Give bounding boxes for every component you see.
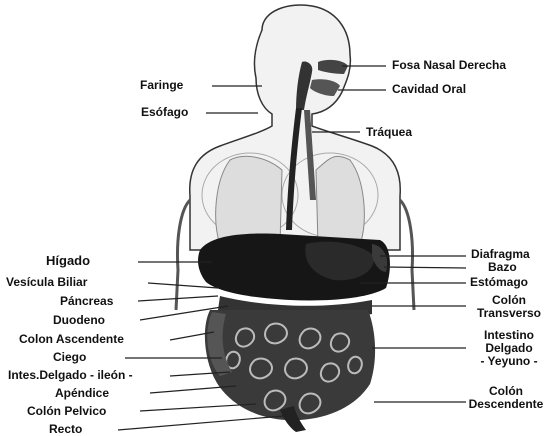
label-faringe: Faringe <box>140 79 183 92</box>
label-colon-pelvico: Colón Pelvico <box>27 405 106 418</box>
label-ileon: Intes.Delgado - ileón - <box>8 369 133 382</box>
liver-stomach-shape <box>198 234 390 301</box>
label-vesicula-biliar: Vesícula Biliar <box>6 276 87 289</box>
label-colon-descendente: Colón Descendente <box>462 385 550 411</box>
label-traquea: Tráquea <box>366 126 412 139</box>
label-duodeno: Duodeno <box>53 314 105 327</box>
label-apendice: Apéndice <box>55 387 109 400</box>
label-fosa-nasal-derecha: Fosa Nasal Derecha <box>392 59 506 72</box>
label-colon-descendente-line2: Descendente <box>462 398 550 411</box>
label-colon-transverso: Colón Transverso <box>470 294 548 320</box>
label-recto: Recto <box>49 423 82 436</box>
label-ciego: Ciego <box>53 351 86 364</box>
label-esofago: Esófago <box>141 106 188 119</box>
intestines-shape <box>205 310 375 432</box>
label-cavidad-oral: Cavidad Oral <box>392 83 466 96</box>
label-bazo: Bazo <box>488 261 517 274</box>
label-colon-transverso-line2: Transverso <box>470 307 548 320</box>
label-colon-ascendente: Colon Ascendente <box>19 333 124 346</box>
label-pancreas: Páncreas <box>60 295 113 308</box>
label-intestino-delgado-yeyuno: Intestino Delgado - Yeyuno - <box>470 329 548 368</box>
label-higado: Hígado <box>46 254 90 267</box>
label-estomago: Estómago <box>470 276 528 289</box>
label-yeyuno-line3: - Yeyuno - <box>470 355 548 368</box>
